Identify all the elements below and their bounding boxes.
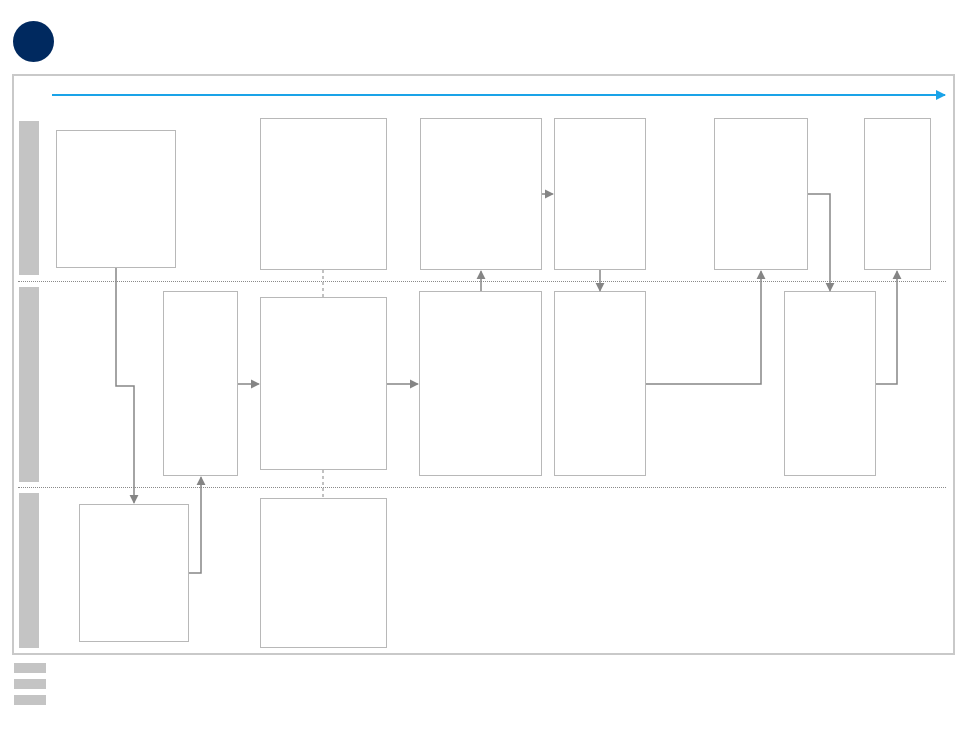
lane-bar-2: [19, 287, 39, 482]
process-box: [419, 291, 542, 476]
connector-arrow: [876, 270, 902, 385]
process-box: [420, 118, 542, 270]
process-box: [864, 118, 931, 270]
header-badge: [13, 21, 54, 62]
process-box: [260, 498, 387, 648]
process-box: [260, 118, 387, 270]
lane-separator-2: [18, 487, 946, 488]
legend-swatch: [14, 663, 46, 673]
process-box: [554, 291, 646, 476]
connector-arrow: [115, 268, 139, 504]
legend-swatch: [14, 695, 46, 705]
process-box: [554, 118, 646, 270]
process-box: [784, 291, 876, 476]
diagram-frame: [12, 74, 955, 655]
connector-arrow: [646, 270, 766, 385]
process-box: [260, 297, 387, 470]
lane-separator-1: [18, 281, 946, 282]
connector-arrow: [808, 193, 835, 292]
process-box: [79, 504, 189, 642]
lane-bar-1: [19, 121, 39, 275]
legend-swatch: [14, 679, 46, 689]
process-box: [163, 291, 238, 476]
lane-bar-3: [19, 493, 39, 648]
process-box: [56, 130, 176, 268]
process-box: [714, 118, 808, 270]
connector-arrow: [189, 476, 206, 574]
